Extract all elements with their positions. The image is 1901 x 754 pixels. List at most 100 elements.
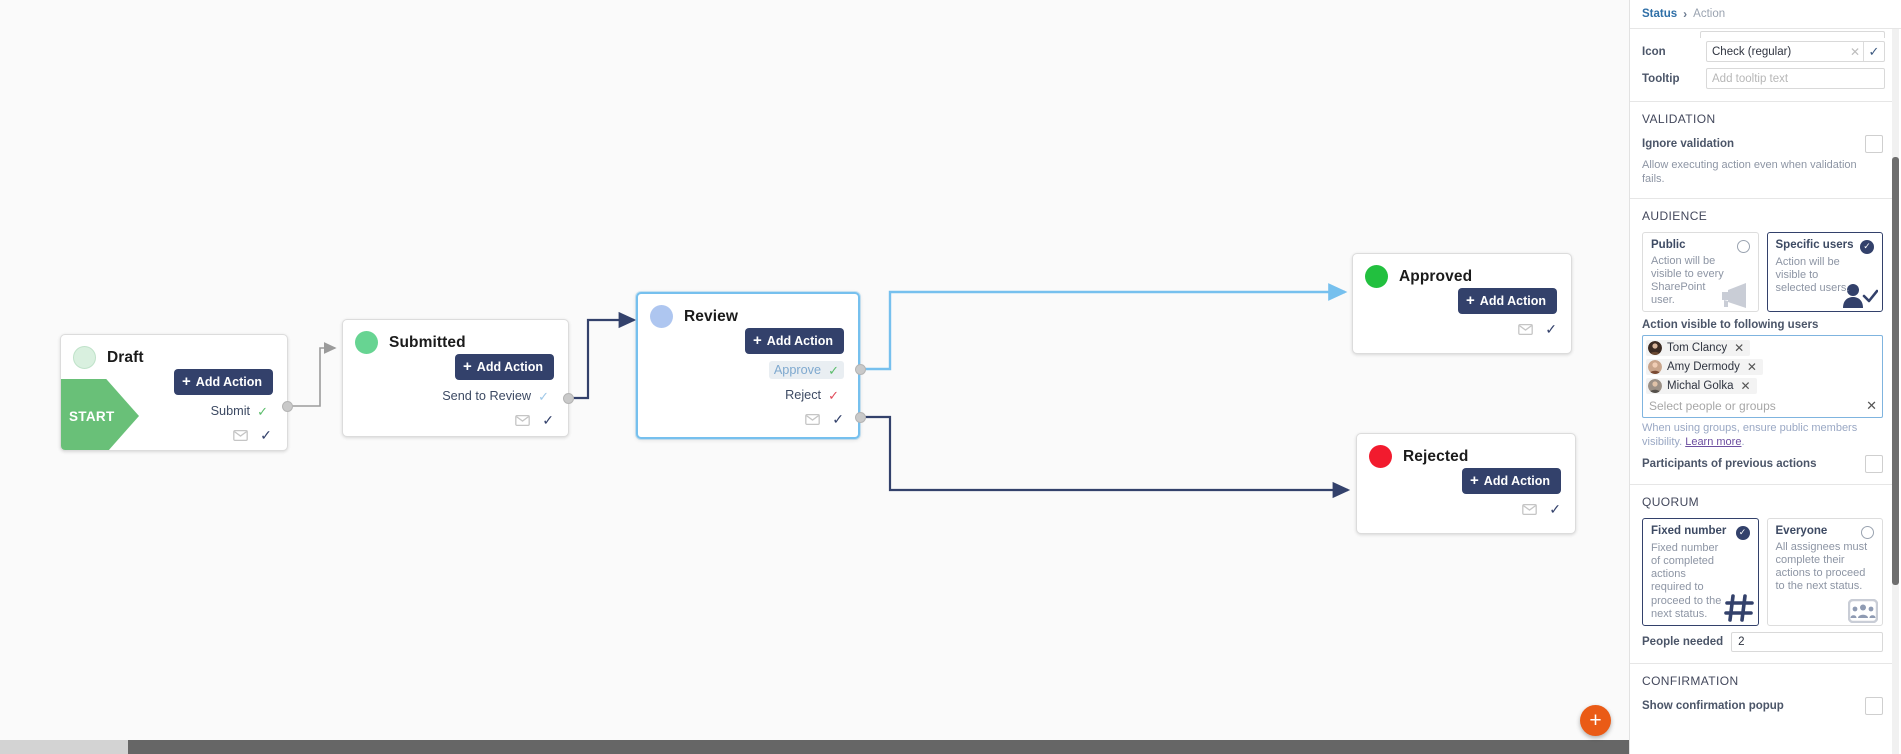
port-draft-submit[interactable] <box>282 401 293 412</box>
plus-icon: + <box>1470 472 1479 489</box>
node-body: + Add Action Send to Review ✓ ✓ <box>343 354 568 427</box>
action-row-send-to-review[interactable]: Send to Review ✓ <box>437 387 554 405</box>
envelope-icon <box>233 429 248 441</box>
option-description: Action will be visible to every SharePoi… <box>1651 254 1724 307</box>
quorum-section-title: QUORUM <box>1642 494 1700 509</box>
option-title: Specific users <box>1775 238 1854 251</box>
participants-label: Participants of previous actions <box>1642 457 1817 470</box>
status-node-review[interactable]: Review + Add Action Approve ✓ Reject ✓ <box>636 292 860 439</box>
audience-options: Public Action will be visible to every S… <box>1630 230 1895 313</box>
port-review-reject[interactable] <box>855 412 866 423</box>
quorum-option-fixed-number[interactable]: Fixed number ✓ Fixed number of completed… <box>1642 517 1759 626</box>
plus-icon: + <box>182 373 191 390</box>
status-node-submitted[interactable]: Submitted + Add Action Send to Review ✓ … <box>342 319 569 437</box>
port-submitted-send-to-review[interactable] <box>563 393 574 404</box>
add-action-button-review[interactable]: + Add Action <box>745 328 844 354</box>
icon-input[interactable] <box>1707 42 1847 61</box>
action-label: Approve <box>773 363 822 377</box>
audience-option-specific-users[interactable]: Specific users ✓ Action will be visible … <box>1766 231 1883 313</box>
option-header: Fixed number ✓ <box>1651 525 1750 540</box>
plus-icon: + <box>1589 709 1602 732</box>
scrollbar-thumb[interactable] <box>128 740 1629 754</box>
envelope-icon <box>1522 503 1538 515</box>
check-icon[interactable]: ✓ <box>1863 42 1884 61</box>
remove-icon[interactable]: ✕ <box>1740 379 1751 394</box>
tooltip-field-control[interactable] <box>1706 68 1885 89</box>
person-chip[interactable]: Amy Dermody ✕ <box>1646 359 1763 376</box>
people-picker[interactable]: Tom Clancy ✕ Amy Dermody ✕ <box>1642 335 1883 419</box>
people-needed-input[interactable] <box>1731 631 1883 652</box>
action-row-submit[interactable]: Submit ✓ <box>206 402 273 420</box>
partial-field-above <box>1700 31 1885 38</box>
clear-icon[interactable]: ✕ <box>1866 398 1877 414</box>
connector-review-rejected <box>863 415 1351 499</box>
show-confirmation-label: Show confirmation popup <box>1642 699 1784 712</box>
status-node-draft[interactable]: START Draft + Add Action Submit ✓ <box>60 334 288 451</box>
radio-unselected-icon[interactable] <box>1861 525 1874 539</box>
remove-icon[interactable]: ✕ <box>1746 360 1757 375</box>
check-icon: ✓ <box>257 403 268 419</box>
node-body: + Add Action Submit ✓ ✓ <box>61 369 287 442</box>
add-action-button-draft[interactable]: + Add Action <box>174 369 273 395</box>
status-color-dot <box>650 305 673 328</box>
tooltip-input[interactable] <box>1707 69 1884 88</box>
panel-vertical-scrollbar[interactable] <box>1892 29 1899 754</box>
action-row-reject[interactable]: Reject ✓ <box>780 386 844 404</box>
workflow-canvas[interactable]: START Draft + Add Action Submit ✓ <box>0 0 1629 754</box>
show-confirmation-checkbox[interactable] <box>1865 696 1883 715</box>
check-icon: ✓ <box>828 387 839 403</box>
radio-unselected-icon[interactable] <box>1736 239 1750 253</box>
learn-more-link[interactable]: Learn more <box>1685 436 1742 448</box>
add-action-button-submitted[interactable]: + Add Action <box>455 354 554 380</box>
participants-checkbox[interactable] <box>1865 454 1883 473</box>
node-title: Submitted <box>389 333 466 351</box>
status-node-rejected[interactable]: Rejected + Add Action ✓ <box>1356 433 1576 534</box>
radio-selected-icon[interactable]: ✓ <box>1860 239 1874 254</box>
participants-row: Participants of previous actions <box>1630 450 1895 475</box>
person-chip[interactable]: Michal Golka ✕ <box>1646 378 1757 395</box>
option-title: Public <box>1651 238 1686 251</box>
option-title: Fixed number <box>1651 524 1727 537</box>
section-audience: AUDIENCE Public Action will be visible t… <box>1630 199 1895 485</box>
audience-option-public[interactable]: Public Action will be visible to every S… <box>1642 231 1759 313</box>
icon-field-control[interactable]: ✕ ✓ <box>1706 41 1885 62</box>
groups-note-text: When using groups, ensure public members… <box>1642 422 1858 448</box>
node-title: Approved <box>1399 267 1473 285</box>
status-node-approved[interactable]: Approved + Add Action ✓ <box>1352 253 1572 354</box>
icon-field-label: Icon <box>1642 45 1666 58</box>
clear-icon[interactable]: ✕ <box>1849 44 1861 59</box>
add-status-fab[interactable]: + <box>1580 705 1611 736</box>
status-color-dot <box>73 346 96 369</box>
port-review-approve[interactable] <box>855 364 866 375</box>
option-description: Action will be visible to selected users… <box>1775 255 1850 294</box>
group-icon <box>1848 598 1878 623</box>
user-check-icon <box>1843 284 1878 309</box>
ignore-validation-label: Ignore validation <box>1642 138 1735 150</box>
add-action-button-rejected[interactable]: + Add Action <box>1462 468 1561 494</box>
remove-icon[interactable]: ✕ <box>1734 341 1745 356</box>
section-confirmation: CONFIRMATION Show confirmation popup <box>1630 664 1895 726</box>
person-chip[interactable]: Tom Clancy ✕ <box>1646 340 1751 357</box>
action-settings-panel: Status › Action Icon ✕ ✓ Tooltip <box>1629 0 1901 754</box>
connector-review-approved <box>863 283 1348 371</box>
person-name: Michal Golka <box>1667 380 1734 393</box>
plus-icon: + <box>753 332 762 349</box>
radio-selected-icon[interactable]: ✓ <box>1735 525 1750 540</box>
quorum-option-everyone[interactable]: Everyone All assignees must complete the… <box>1766 517 1883 626</box>
option-header: Everyone <box>1776 525 1874 539</box>
node-body: + Add Action ✓ <box>1353 288 1571 336</box>
status-color-dot <box>1369 445 1392 468</box>
ignore-validation-helper: Allow executing action even when validat… <box>1642 159 1857 185</box>
add-action-label: Add Action <box>195 374 262 389</box>
breadcrumb-status-link[interactable]: Status <box>1642 8 1678 20</box>
canvas-horizontal-scrollbar[interactable] <box>0 740 1629 754</box>
ignore-validation-checkbox[interactable] <box>1865 135 1883 153</box>
add-action-button-approved[interactable]: + Add Action <box>1458 288 1557 314</box>
people-search-row[interactable]: Select people or groups ✕ <box>1646 396 1879 415</box>
action-row-approve[interactable]: Approve ✓ <box>768 361 844 379</box>
envelope-icon <box>1518 323 1534 335</box>
scrollbar-thumb[interactable] <box>1892 157 1899 585</box>
node-header: Draft <box>61 335 287 369</box>
action-label: Reject <box>785 388 822 402</box>
